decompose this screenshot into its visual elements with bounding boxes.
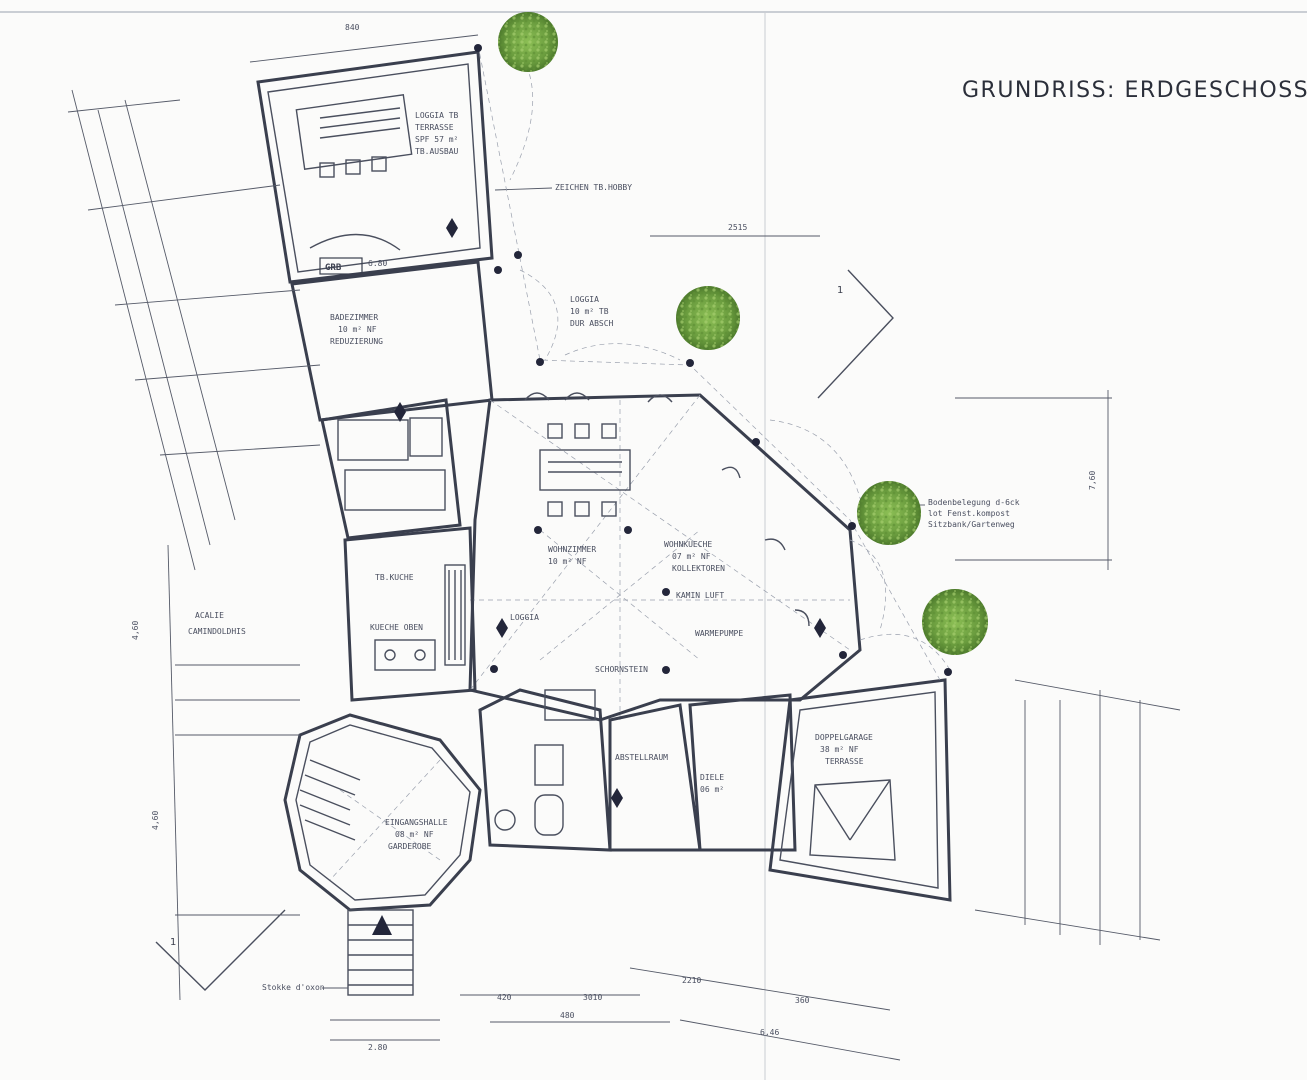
middle-wing: BADEZIMMER 10 m² NF REDUZIERUNG [290, 260, 494, 540]
svg-text:06 m²: 06 m² [700, 785, 724, 794]
hobby-room-label-1: LOGGIA TB [415, 111, 459, 120]
kitchen-walls [343, 526, 477, 702]
svg-text:WOHNKUECHE: WOHNKUECHE [664, 540, 712, 549]
svg-text:6.80: 6.80 [368, 259, 387, 268]
svg-text:TERRASSE: TERRASSE [415, 123, 454, 132]
svg-text:WOHNZIMMER: WOHNZIMMER [548, 545, 596, 554]
terrace-outline [477, 29, 951, 681]
svg-text:08 m² NF: 08 m² NF [395, 830, 434, 839]
svg-text:REDUZIERUNG: REDUZIERUNG [330, 337, 383, 346]
bottom-dimension-chain: 420 3010 2210 360 480 6,46 2.80 2515 [330, 223, 901, 1061]
garage-walls [768, 678, 952, 902]
dimension-bottom-4: 360 [795, 996, 810, 1005]
svg-text:4,60: 4,60 [131, 621, 140, 640]
wc-block-walls [320, 398, 462, 540]
svg-text:SCHORNSTEIN: SCHORNSTEIN [595, 665, 648, 674]
dimension-bottom-7: 2.80 [368, 1043, 387, 1052]
tree-east [857, 481, 921, 545]
level-marker-icon [446, 218, 458, 238]
svg-text:DOPPELGARAGE: DOPPELGARAGE [815, 733, 873, 742]
center-label: LOGGIA [510, 613, 539, 622]
hobby-room-inner [267, 63, 481, 273]
right-dimension-chain: 7,60 [955, 390, 1181, 945]
svg-text:WARMEPUMPE: WARMEPUMPE [695, 629, 743, 638]
svg-text:Sitzbank/Gartenweg: Sitzbank/Gartenweg [928, 520, 1015, 529]
left-note-2: CAMINDOLDHIS [188, 627, 246, 636]
door-swing [309, 233, 401, 251]
stair-tower: EINGANGSHALLE 08 m² NF GARDEROBE Stokke … [262, 713, 482, 996]
svg-text:Bodenbelegung d-6ck: Bodenbelegung d-6ck [928, 498, 1020, 507]
svg-text:38 m² NF: 38 m² NF [820, 745, 859, 754]
hobby-room-label: ZEICHEN TB.HOBBY [555, 183, 632, 192]
entrance-arrow-icon [372, 915, 392, 935]
dimension-top-mid: 2515 [728, 223, 747, 232]
garage-block: DOPPELGARAGE 38 m² NF TERRASSE [768, 678, 952, 902]
svg-text:KUECHE OBEN: KUECHE OBEN [370, 623, 423, 632]
north-loggia-label: LOGGIA [570, 295, 599, 304]
kitchen: TB.KUCHE KUECHE OBEN [343, 526, 477, 702]
bath-block-walls [290, 260, 494, 422]
dimension-bottom-6: 6,46 [760, 1028, 779, 1037]
entrance-steps [347, 909, 414, 996]
svg-text:10 m² NF: 10 m² NF [338, 325, 377, 334]
hallway-walls [688, 693, 797, 852]
central-hall: LOGGIA 10 m² TB DUR ABSCH LOGGIA WOHNZIM… [468, 295, 862, 722]
tree-southeast [922, 589, 988, 655]
left-note: ACALIE [195, 611, 224, 620]
svg-text:EINGANGSHALLE: EINGANGSHALLE [385, 818, 448, 827]
plan-title: GRUNDRISS: ERDGESCHOSS [962, 78, 1307, 103]
hobby-room-walls [256, 50, 494, 284]
storage-walls [608, 703, 702, 852]
svg-text:KAMIN LUFT: KAMIN LUFT [676, 591, 724, 600]
svg-text:TERRASSE: TERRASSE [825, 757, 864, 766]
dimension-top: 840 [345, 23, 360, 32]
left-dimension-chain: ACALIE CAMINDOLDHIS 4,60 4,60 [67, 89, 321, 1001]
svg-text:lot Fenst.kompost: lot Fenst.kompost [928, 509, 1010, 518]
svg-text:SPF 57 m²: SPF 57 m² [415, 135, 458, 144]
section-lines: 1 1 [155, 269, 894, 991]
kitchen-label: TB.KUCHE [375, 573, 414, 582]
svg-text:ABSTELLRAUM: ABSTELLRAUM [615, 753, 668, 762]
svg-text:GARDEROBE: GARDEROBE [388, 842, 432, 851]
svg-text:BADEZIMMER: BADEZIMMER [330, 313, 378, 322]
trees [498, 12, 988, 655]
section-mark-top: 1 [837, 285, 843, 296]
stair-tower-walls [283, 713, 482, 912]
dimension-bottom-3: 2210 [682, 976, 701, 985]
upper-wing: LOGGIA TB TERRASSE SPF 57 m² TB.AUSBAU Z… [249, 23, 632, 284]
svg-text:4,60: 4,60 [151, 811, 160, 830]
svg-text:07 m² NF: 07 m² NF [672, 552, 711, 561]
section-mark-bottom: 1 [170, 937, 176, 948]
dimension-bottom-5: 480 [560, 1011, 575, 1020]
svg-text:TB.AUSBAU: TB.AUSBAU [415, 147, 459, 156]
car-outline [809, 779, 896, 861]
garage-sign [319, 257, 363, 275]
svg-text:10 m² TB: 10 m² TB [570, 307, 609, 316]
level-markers [394, 218, 826, 808]
dimension-bottom-1: 420 [497, 993, 512, 1002]
tree-north [676, 286, 740, 350]
dimension-bottom-2: 3010 [583, 993, 602, 1002]
tree-top [498, 12, 558, 72]
svg-text:10 m² NF: 10 m² NF [548, 557, 587, 566]
dining-table [539, 449, 631, 491]
column-posts [474, 44, 952, 676]
entrance-label: Stokke d'oxon [262, 983, 325, 992]
dimension-right-h: 7,60 [1088, 471, 1097, 490]
svg-text:DUR ABSCH: DUR ABSCH [570, 319, 614, 328]
garage-label: GRB [325, 263, 342, 273]
bed-furniture [295, 93, 413, 171]
utility-rooms: ABSTELLRAUM DIELE 06 m² [478, 688, 797, 852]
svg-text:DIELE: DIELE [700, 773, 724, 782]
svg-text:KOLLEKTOREN: KOLLEKTOREN [672, 564, 725, 573]
garden-note: Bodenbelegung d-6ck lot Fenst.kompost Si… [915, 498, 1020, 529]
bathroom-walls [478, 688, 612, 852]
